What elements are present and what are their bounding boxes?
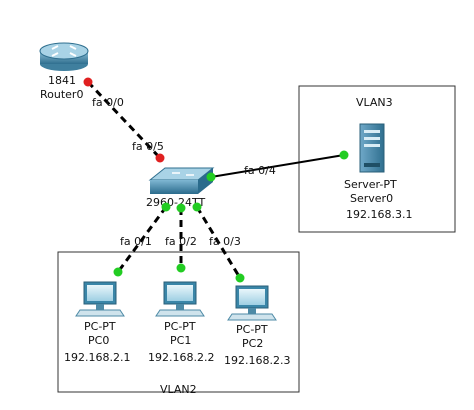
port-label-switch-fa04: fa 0/4	[244, 164, 276, 177]
server-name-label: Server0	[350, 192, 393, 205]
server-model-label: Server-PT	[344, 178, 397, 191]
link-status-dot-switch-fa04	[206, 172, 216, 182]
port-label-switch-fa05: fa 0/5	[132, 140, 164, 153]
pc1-model-label: PC-PT	[164, 320, 196, 333]
link-status-dot-pc0	[113, 267, 123, 277]
cable-router-switch[interactable]	[86, 80, 162, 160]
link-status-dot-router	[83, 77, 93, 87]
cable-switch-server[interactable]	[210, 154, 345, 178]
pc-icon[interactable]	[227, 285, 277, 321]
router-name-label: Router0	[40, 88, 83, 101]
router-icon[interactable]	[39, 42, 89, 71]
cable-switch-pc2[interactable]	[195, 206, 242, 279]
pc0-name-label: PC0	[88, 334, 109, 347]
vlan3-label: VLAN3	[356, 96, 393, 109]
server-ip-label: 192.168.3.1	[346, 208, 412, 221]
link-status-dot-pc2	[235, 273, 245, 283]
port-label-router-fa00: fa 0/0	[92, 96, 124, 109]
pc2-name-label: PC2	[242, 337, 263, 350]
pc1-name-label: PC1	[170, 334, 191, 347]
pc2-ip-label: 192.168.2.3	[224, 354, 290, 367]
vlan3-box	[298, 85, 456, 233]
link-status-dot-switch-fa02	[176, 203, 186, 213]
router-model-label: 1841	[48, 74, 76, 87]
link-status-dot-switch-fa05	[155, 153, 165, 163]
server-icon[interactable]	[359, 123, 385, 173]
cable-switch-pc0[interactable]	[116, 206, 168, 273]
link-status-dot-switch-fa01	[161, 202, 171, 212]
switch-model-label: 2960-24TT	[146, 196, 205, 209]
link-status-dot-switch-fa03	[192, 202, 202, 212]
port-label-switch-fa02: fa 0/2	[165, 235, 197, 248]
port-label-switch-fa01: fa 0/1	[120, 235, 152, 248]
pc0-ip-label: 192.168.2.1	[64, 351, 130, 364]
switch-icon[interactable]	[148, 167, 215, 194]
pc-icon[interactable]	[155, 281, 205, 317]
pc0-model-label: PC-PT	[84, 320, 116, 333]
port-label-switch-fa03: fa 0/3	[209, 235, 241, 248]
pc1-ip-label: 192.168.2.2	[148, 351, 214, 364]
vlan2-label: VLAN2	[160, 383, 197, 396]
pc-icon[interactable]	[75, 281, 125, 317]
link-status-dot-pc1	[176, 263, 186, 273]
link-status-dot-server	[339, 150, 349, 160]
vlan2-box	[57, 251, 300, 393]
pc2-model-label: PC-PT	[236, 323, 268, 336]
